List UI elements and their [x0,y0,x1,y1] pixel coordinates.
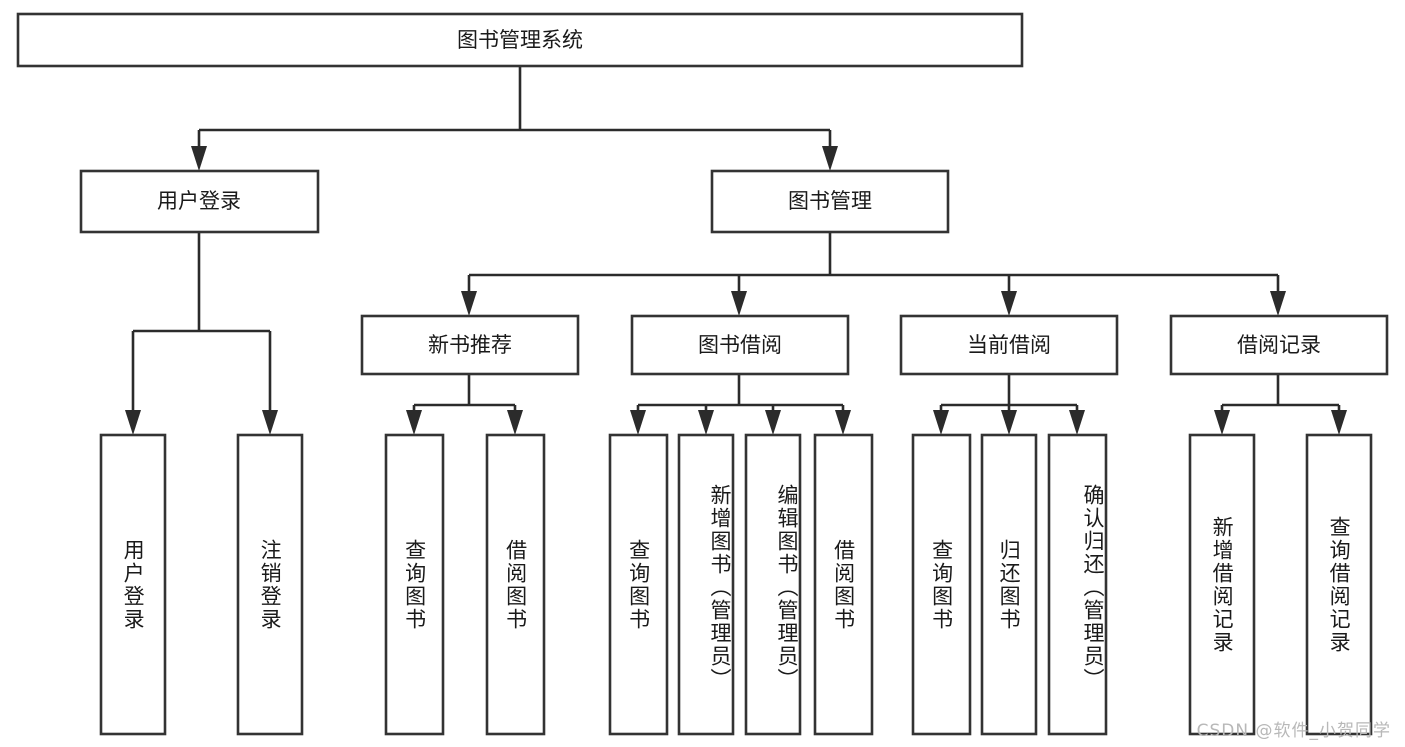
arrow-to-book-manage [822,146,838,171]
arrow-to-book-borrow [731,291,747,316]
node-new-book-rec[interactable] [360,314,580,376]
arrow-to-leaf-13 [1331,410,1347,435]
arrow-to-leaf-10 [1001,410,1017,435]
label-root: 图书管理系统 [457,28,583,52]
node-leaf-12[interactable] [1188,433,1256,736]
label-book-manage: 图书管理 [788,189,872,213]
horizontal-label-layer: 图书管理系统 用户登录 图书管理 新书推荐 图书借阅 当前借阅 借阅记录 [157,28,1321,357]
node-borrow-record[interactable] [1169,314,1389,376]
arrow-to-new-book-rec [461,291,477,316]
arrow-to-leaf-5 [630,410,646,435]
node-leaf-10[interactable] [980,433,1038,736]
arrow-to-leaf-6 [698,410,714,435]
label-current-borrow: 当前借阅 [967,333,1051,357]
node-leaf-9[interactable] [911,433,972,736]
arrow-to-leaf-1 [125,410,141,435]
label-borrow-record: 借阅记录 [1237,333,1321,357]
node-leaf-1[interactable] [99,433,167,736]
label-user-login: 用户登录 [157,189,241,213]
node-leaf-7[interactable] [744,433,802,736]
node-leaf-13[interactable] [1305,433,1373,736]
node-user-login[interactable] [79,169,320,234]
arrow-to-leaf-11 [1069,410,1085,435]
arrow-to-current-borrow [1001,291,1017,316]
node-leaf-5[interactable] [608,433,669,736]
node-book-manage[interactable] [710,169,950,234]
arrow-to-leaf-2 [262,410,278,435]
label-new-book-rec: 新书推荐 [428,333,512,357]
connector-layer [125,66,1347,435]
arrow-to-leaf-7 [765,410,781,435]
arrow-to-leaf-12 [1214,410,1230,435]
arrow-to-leaf-3 [406,410,422,435]
arrow-to-leaf-8 [835,410,851,435]
arrow-to-borrow-record [1270,291,1286,316]
arrow-to-leaf-9 [933,410,949,435]
csdn-watermark: CSDN @软件_小贺同学 [1196,721,1391,741]
node-leaf-2[interactable] [236,433,304,736]
node-leaf-6[interactable] [677,433,735,736]
arrow-to-leaf-4 [507,410,523,435]
node-leaf-3[interactable] [384,433,445,736]
node-book-borrow[interactable] [630,314,850,376]
arrow-to-user-login [191,146,207,171]
node-leaf-4[interactable] [485,433,546,736]
node-box-layer [16,12,1389,736]
label-book-borrow: 图书借阅 [698,333,782,357]
node-current-borrow[interactable] [899,314,1119,376]
node-leaf-11[interactable] [1047,433,1108,736]
node-root[interactable] [16,12,1024,68]
node-leaf-8[interactable] [813,433,874,736]
